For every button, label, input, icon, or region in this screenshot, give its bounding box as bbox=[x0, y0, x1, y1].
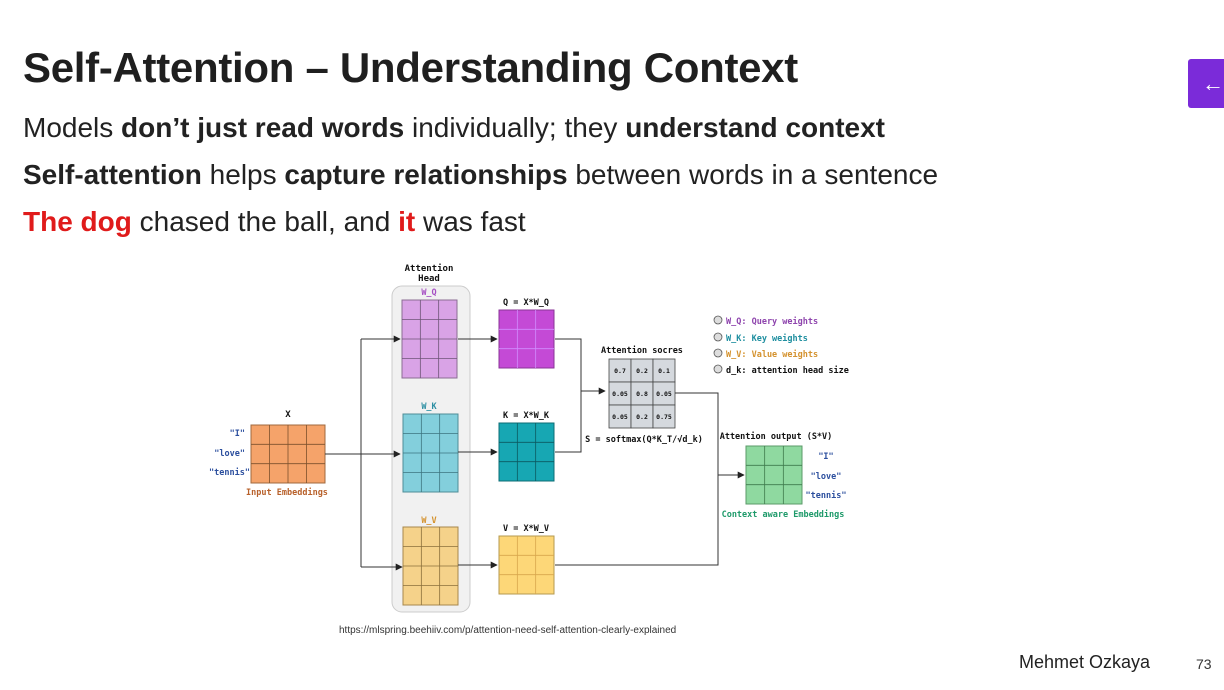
wv-matrix bbox=[402, 526, 459, 606]
legend: W_Q: Query weights W_K: Key weights W_V:… bbox=[713, 315, 849, 376]
wk-matrix bbox=[402, 413, 459, 493]
q-label: Q = X*W_Q bbox=[503, 298, 549, 308]
line-1-text-a: Models bbox=[23, 112, 122, 143]
score-value: 0.05 bbox=[612, 390, 628, 398]
source-link[interactable]: https://mlspring.beehiiv.com/p/attention… bbox=[339, 625, 677, 636]
bullet-line-1: Models don’t just read words individuall… bbox=[23, 112, 885, 144]
q-matrix bbox=[498, 309, 555, 369]
author-name: Mehmet Ozkaya bbox=[1019, 652, 1151, 672]
score-value: 0.05 bbox=[656, 390, 672, 398]
m-q-frame bbox=[498, 309, 555, 369]
legend-dot-3 bbox=[713, 348, 723, 358]
output-title: Attention output (S*V) bbox=[720, 431, 833, 442]
score-value: 0.1 bbox=[658, 367, 670, 375]
wv-label: W_V bbox=[421, 516, 436, 526]
output-matrix bbox=[745, 445, 803, 505]
back-button[interactable]: ← bbox=[1188, 59, 1224, 108]
x-label: X bbox=[285, 410, 291, 420]
output-token-3: "tennis" bbox=[806, 490, 847, 501]
slide-title: Self-Attention – Understanding Context bbox=[23, 44, 798, 91]
output-token-1: "I" bbox=[818, 452, 833, 462]
x-matrix bbox=[250, 424, 326, 484]
score-value: 0.05 bbox=[612, 413, 628, 421]
scores-title: Attention socres bbox=[601, 345, 683, 356]
input-token-2: "love" bbox=[214, 449, 245, 459]
line-1-bold-b: don’t just read words bbox=[121, 112, 405, 143]
score-value: 0.75 bbox=[656, 413, 672, 421]
legend-dot-1 bbox=[713, 315, 723, 325]
score-value: 0.8 bbox=[636, 390, 648, 398]
softmax-formula: S = softmax(Q*K_T/√d_k) bbox=[585, 435, 703, 445]
wq-label: W_Q bbox=[421, 288, 436, 298]
line-1-bold-d: understand context bbox=[625, 112, 886, 143]
score-value: 0.2 bbox=[636, 367, 648, 375]
legend-item-3: W_V: Value weights bbox=[726, 349, 818, 360]
v-label: V = X*W_V bbox=[503, 524, 549, 534]
page-number: 73 bbox=[1196, 656, 1212, 672]
line-1-text-c: individually; they bbox=[404, 112, 626, 143]
wq-matrix bbox=[401, 299, 458, 379]
legend-item-1: W_Q: Query weights bbox=[726, 316, 818, 327]
m-v-frame bbox=[498, 535, 555, 595]
score-value: 0.7 bbox=[614, 367, 626, 375]
legend-dot-4 bbox=[713, 364, 723, 374]
k-label: K = X*W_K bbox=[503, 411, 550, 421]
bullet-line-2: Self-attention helps capture relationshi… bbox=[23, 159, 938, 191]
scores-matrix: 0.7 0.2 0.1 0.05 0.8 0.05 0.05 0.2 0.75 bbox=[608, 358, 676, 429]
output-token-2: "love" bbox=[811, 472, 842, 482]
line-2-text-b: helps bbox=[201, 159, 285, 190]
k-matrix bbox=[498, 422, 555, 482]
arrow-left-icon: ← bbox=[1202, 71, 1224, 96]
highlight-the-dog: The dog bbox=[23, 206, 132, 237]
highlight-it: it bbox=[398, 206, 416, 237]
input-token-1: "I" bbox=[230, 429, 245, 439]
legend-dot-2 bbox=[713, 332, 723, 342]
score-value: 0.2 bbox=[636, 413, 648, 421]
legend-item-2: W_K: Key weights bbox=[726, 333, 808, 344]
legend-item-4: d_k: attention head size bbox=[726, 365, 849, 376]
connector-lines bbox=[325, 335, 745, 571]
input-token-3: "tennis" bbox=[209, 467, 250, 478]
head-label-2: Head bbox=[418, 274, 440, 284]
m-k-frame bbox=[498, 422, 555, 482]
line-3-text-b: chased the ball, and bbox=[131, 206, 399, 237]
output-caption: Context aware Embeddings bbox=[722, 509, 845, 520]
input-caption: Input Embeddings bbox=[246, 487, 328, 498]
score-cell bbox=[652, 404, 676, 429]
v-matrix bbox=[498, 535, 555, 595]
line-2-bold-a: Self-attention bbox=[23, 159, 202, 190]
line-3-text-d: was fast bbox=[415, 206, 526, 237]
line-2-bold-c: capture relationships bbox=[284, 159, 568, 190]
example-sentence: The dog chased the ball, and it was fast bbox=[23, 206, 526, 238]
wk-label: W_K bbox=[421, 402, 437, 412]
m-out-frame bbox=[745, 445, 803, 505]
line-2-text-d: between words in a sentence bbox=[567, 159, 939, 190]
head-label-1: Attention bbox=[405, 263, 454, 274]
